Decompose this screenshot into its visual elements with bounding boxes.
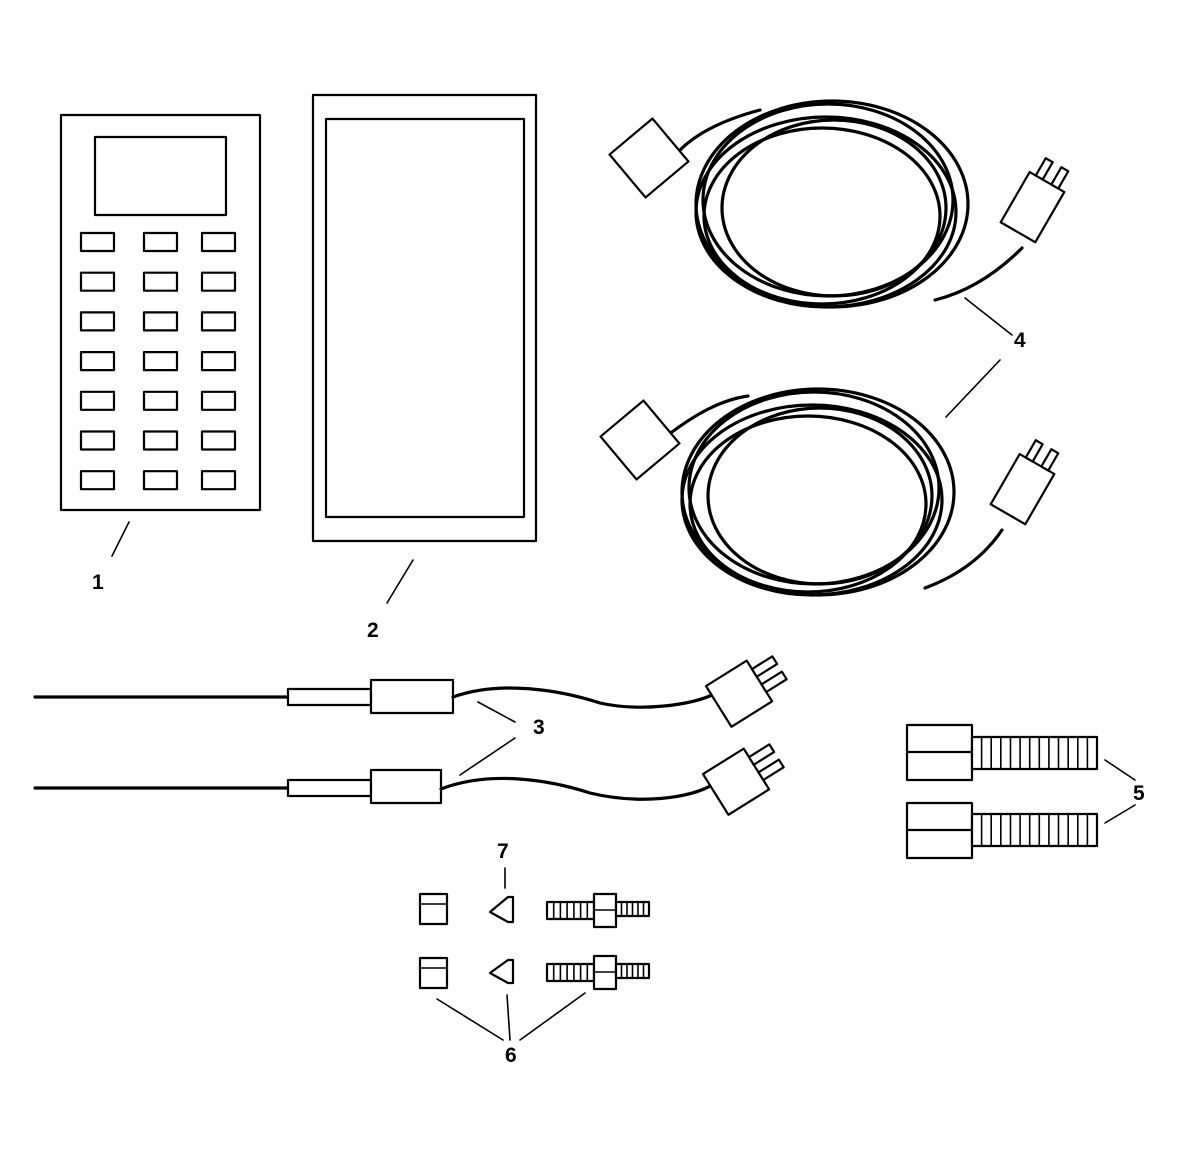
leader-4a — [964, 297, 1013, 336]
small-nut — [418, 956, 449, 990]
probe-sleeve — [286, 687, 373, 707]
coil-loop — [720, 118, 948, 298]
part-3-probe-lower — [33, 743, 785, 816]
coil-loop — [706, 406, 934, 586]
callout-6: 6 — [505, 1044, 517, 1067]
leader-6a — [436, 998, 504, 1041]
keypad-key — [200, 311, 237, 332]
keypad-key — [200, 231, 237, 253]
plug-connector — [989, 439, 1060, 526]
coil-loop — [694, 115, 958, 309]
leader-3b — [459, 737, 516, 776]
callout-2: 2 — [367, 619, 379, 642]
small-nut — [418, 892, 449, 926]
leader-4b — [945, 359, 1001, 418]
keypad-key — [79, 390, 116, 411]
keypad-key — [142, 351, 179, 372]
cable-lead — [923, 528, 1004, 590]
leader-5b — [1104, 804, 1136, 824]
probe-handle — [369, 768, 443, 805]
controller-keypad — [79, 231, 237, 491]
leader-lines — [111, 297, 1136, 1041]
leader-2 — [386, 559, 414, 604]
callout-4: 4 — [1014, 329, 1026, 352]
part-4-coiled-cable-lower — [599, 387, 1060, 597]
keypad-key — [79, 430, 116, 451]
probe-lead — [439, 776, 714, 801]
callout-1: 1 — [92, 571, 104, 594]
callout-3: 3 — [533, 716, 545, 739]
plug-connector — [999, 157, 1070, 244]
part-4-coiled-cable-upper — [608, 99, 1070, 309]
fitting-thread — [970, 812, 1099, 848]
cable-lead — [678, 108, 762, 152]
keypad-key — [79, 351, 116, 372]
keypad-key — [79, 231, 116, 253]
leader-6b — [506, 994, 511, 1041]
part-3-probe-upper — [33, 655, 788, 728]
probe-handle — [369, 678, 455, 715]
probe-lead — [451, 686, 714, 709]
plug-connector — [701, 743, 785, 816]
fitting-thread — [970, 735, 1099, 771]
keypad-key — [200, 271, 237, 292]
part-1-handheld-controller — [59, 113, 262, 512]
part-6-small-fittings — [418, 892, 651, 991]
coil-loop — [688, 414, 928, 594]
keypad-key — [200, 390, 237, 411]
controller-display — [93, 135, 228, 217]
ferrule — [488, 895, 515, 924]
keypad-key — [79, 271, 116, 292]
cable-lead — [933, 246, 1024, 302]
cable-lead — [670, 394, 750, 434]
leader-3a — [477, 701, 516, 723]
square-connector — [608, 117, 690, 199]
coil-loop — [680, 403, 944, 597]
callouts: 1 2 3 4 5 6 7 — [92, 329, 1145, 1067]
leader-1 — [111, 521, 130, 557]
keypad-key — [79, 470, 116, 491]
keypad-key — [142, 430, 179, 451]
keypad-key — [142, 231, 179, 253]
keypad-key — [142, 271, 179, 292]
keypad-key — [142, 390, 179, 411]
leader-5a — [1104, 759, 1136, 781]
coil-loop — [702, 126, 942, 306]
case-inner — [324, 117, 526, 519]
ferrule — [488, 958, 515, 985]
part-5-fitting-lower — [905, 801, 1099, 860]
keypad-key — [142, 470, 179, 491]
keypad-key — [200, 430, 237, 451]
part-2-case — [311, 93, 538, 543]
square-connector — [599, 399, 681, 481]
callout-7: 7 — [497, 840, 509, 863]
part-5-fitting-upper — [905, 723, 1099, 782]
keypad-key — [200, 351, 237, 372]
keypad-key — [79, 311, 116, 332]
leader-6c — [519, 992, 586, 1041]
callout-5: 5 — [1133, 782, 1145, 805]
plug-connector — [704, 655, 788, 728]
probe-sleeve — [286, 778, 373, 798]
keypad-key — [200, 470, 237, 491]
keypad-key — [142, 311, 179, 332]
